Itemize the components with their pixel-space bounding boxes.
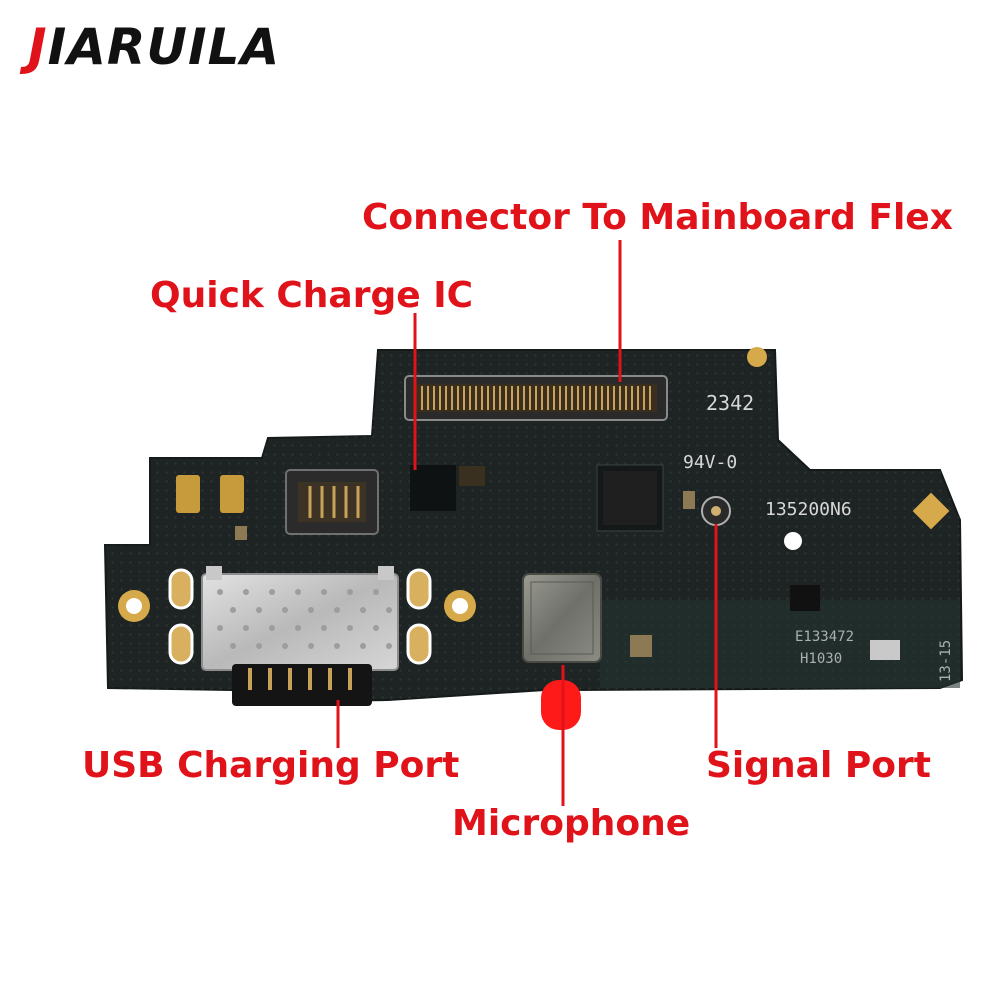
usb-shell-dimple [373, 625, 379, 631]
usb-shell-dimple [347, 625, 353, 631]
callout-lines [336, 240, 718, 806]
usb-shell-dimple [282, 643, 288, 649]
usb-shell-dimple [308, 607, 314, 613]
usb-shell-dimple [360, 607, 366, 613]
connector-label: Connector To Mainboard Flex [362, 197, 953, 238]
usb-shell-dimple [282, 607, 288, 613]
usb-shell-dimple [217, 625, 223, 631]
usb-shell-dimple [321, 589, 327, 595]
usb-c-port [201, 566, 399, 706]
brand-logo: JIARUILA [28, 22, 280, 72]
board-code-135200n6: 135200N6 [765, 499, 852, 520]
usb-shell-dimple [230, 643, 236, 649]
signal-port [701, 496, 731, 526]
usb-shell-dimple [295, 589, 301, 595]
usb-charging-port-label: USB Charging Port [82, 745, 460, 786]
smd-components [235, 491, 900, 660]
battery-pads [176, 475, 244, 513]
board-markings: 2342 94V-0 135200N6 E133472 H1030 13-15 [683, 391, 954, 682]
microphone-label: Microphone [452, 803, 691, 844]
usb-shell-dimple [386, 643, 392, 649]
usb-shell-dimple [269, 625, 275, 631]
board-code-h1030: H1030 [800, 651, 842, 667]
brand-logo-first-letter: J [28, 18, 48, 76]
small-flex-connector [285, 469, 379, 535]
usb-shell-dimple [321, 625, 327, 631]
board-code-e133472: E133472 [795, 629, 854, 645]
microphone-component [522, 573, 602, 730]
usb-shell-dimple [243, 589, 249, 595]
usb-shell-dimple [308, 643, 314, 649]
board-code-13-15: 13-15 [938, 640, 954, 682]
signal-port-label: Signal Port [706, 745, 931, 786]
usb-anchor-pads [168, 568, 432, 665]
usb-shell-dimple [334, 607, 340, 613]
quick-charge-ic [410, 465, 485, 511]
mounting-holes [118, 347, 950, 622]
board-code-94v0: 94V-0 [683, 452, 737, 473]
brand-logo-rest: IARUILA [47, 18, 281, 76]
usb-shell-dimple [230, 607, 236, 613]
usb-shell-dimple [347, 589, 353, 595]
usb-shell-dimple [373, 589, 379, 595]
usb-shell-dimple [269, 589, 275, 595]
usb-shell-dimple [360, 643, 366, 649]
main-ic-chip [596, 464, 664, 532]
usb-shell-dimple [295, 625, 301, 631]
usb-shell-dimple [217, 589, 223, 595]
quick-charge-label: Quick Charge IC [150, 275, 474, 316]
usb-shell-dimple [256, 643, 262, 649]
usb-shell-dimple [256, 607, 262, 613]
board-code-2342: 2342 [706, 391, 754, 415]
usb-shell-dimple [334, 643, 340, 649]
usb-shell-dimple [243, 625, 249, 631]
mainboard-flex-connector [404, 375, 668, 421]
usb-shell-dimple [386, 607, 392, 613]
